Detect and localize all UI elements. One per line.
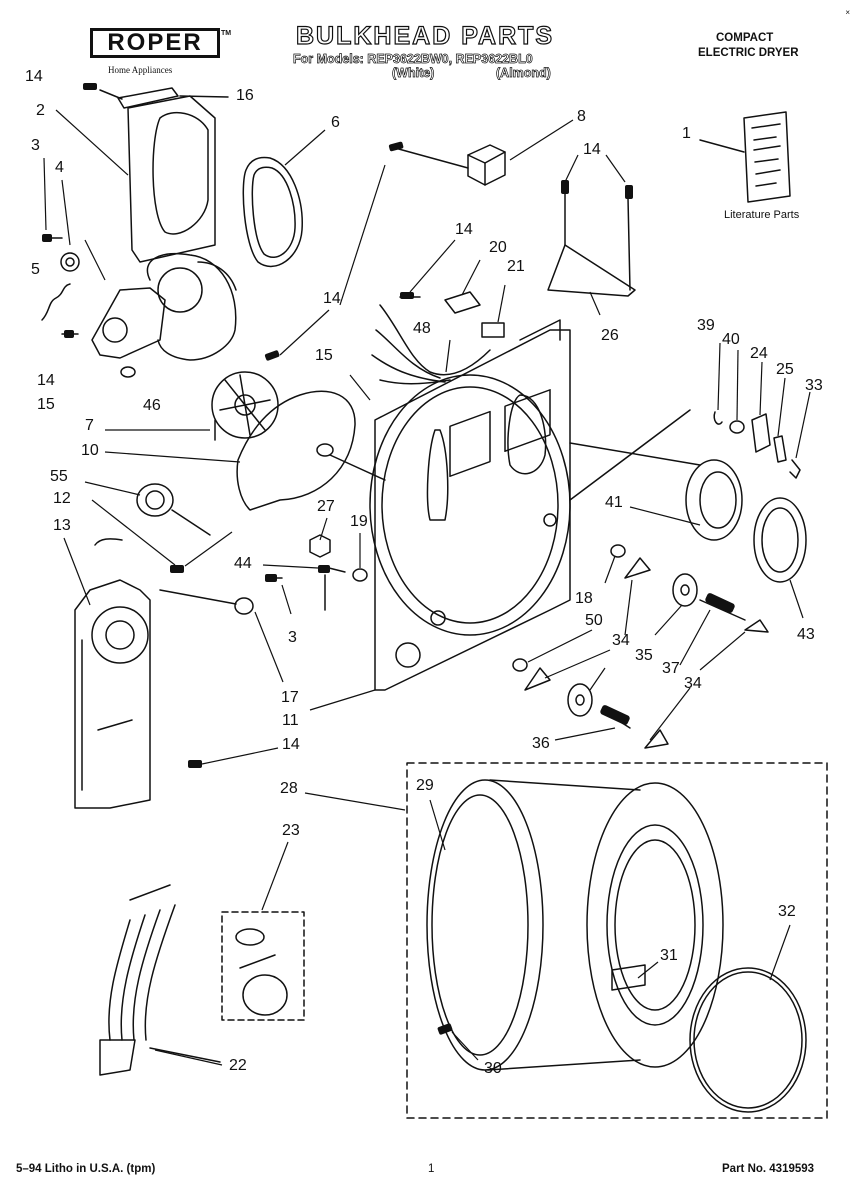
callout-21: 21 — [507, 258, 525, 275]
callout-50: 50 — [585, 612, 603, 629]
product-type-line1: COMPACT — [716, 32, 774, 44]
brand-name: ROPER — [107, 29, 203, 56]
callout-34: 34 — [612, 632, 630, 649]
callout-4: 4 — [55, 159, 64, 176]
literature-parts-label: Literature Parts — [724, 209, 800, 221]
leader-lines — [43, 109, 811, 1066]
callout-48: 48 — [413, 320, 431, 337]
callout-28: 28 — [280, 780, 298, 797]
callout-46: 46 — [143, 397, 161, 414]
hardware-bag-23 — [221, 911, 305, 1021]
wire-harness-48 — [371, 291, 505, 385]
callout-10: 10 — [81, 442, 99, 459]
bulkhead-panel-11 — [369, 319, 571, 691]
thermostat-bracket — [41, 237, 166, 378]
callout-12: 12 — [53, 490, 71, 507]
callout-14: 14 — [323, 290, 341, 307]
drum-rollers — [512, 544, 769, 749]
screws — [42, 83, 735, 1035]
callout-2: 2 — [36, 102, 45, 119]
callout-7: 7 — [85, 417, 94, 434]
callout-22: 22 — [229, 1057, 247, 1074]
terminal-block-8 — [394, 144, 506, 186]
callout-14: 14 — [282, 736, 300, 753]
callout-literature-1: 1 — [682, 125, 691, 142]
callout-36: 36 — [532, 735, 550, 752]
callout-3: 3 — [31, 137, 40, 154]
callout-41: 41 — [605, 494, 623, 511]
callout-20: 20 — [489, 239, 507, 256]
callout-13: 13 — [53, 517, 71, 534]
callout-44: 44 — [234, 555, 252, 572]
callout-14: 14 — [583, 141, 601, 158]
callout-35: 35 — [635, 647, 653, 664]
rear-duct-assembly — [99, 87, 229, 263]
callout-14: 14 — [37, 372, 55, 389]
callout-16: 16 — [236, 87, 254, 104]
bracket-26 — [547, 189, 636, 297]
idler-hardware — [269, 534, 368, 611]
footer-part-number: Part No. 4319593 — [722, 1163, 815, 1175]
door-seal-43 — [753, 497, 807, 583]
callout-33: 33 — [805, 377, 823, 394]
footer-page-number: 1 — [428, 1163, 435, 1175]
callout-43: 43 — [797, 626, 815, 643]
callout-6: 6 — [331, 114, 340, 131]
drum-seal-55 — [136, 483, 211, 536]
callout-25: 25 — [776, 361, 794, 378]
callout-40: 40 — [722, 331, 740, 348]
callout-30: 30 — [484, 1060, 502, 1077]
callout-11: 11 — [282, 712, 299, 729]
door-latch-parts — [713, 411, 801, 479]
callout-27: 27 — [317, 498, 335, 515]
blower-wheel-7 — [211, 371, 279, 441]
callout-29: 29 — [416, 777, 434, 794]
callout-15: 15 — [315, 347, 333, 364]
callout-8: 8 — [577, 108, 586, 125]
model-numbers: For Models: REP3622BW0, REP3622BL0 — [293, 52, 533, 67]
callout-23: 23 — [282, 822, 300, 839]
callout-26: 26 — [601, 327, 619, 344]
callout-39: 39 — [697, 317, 715, 334]
drum-29 — [426, 779, 724, 1071]
callout-3: 3 — [288, 629, 297, 646]
callout-15: 15 — [37, 396, 55, 413]
callout-34: 34 — [684, 675, 702, 692]
callout-32: 32 — [778, 903, 796, 920]
callout-31: 31 — [660, 947, 678, 964]
drum-assembly-box — [406, 762, 828, 1119]
callout-5: 5 — [31, 261, 40, 278]
callout-14: 14 — [455, 221, 473, 238]
brand-logo: ROPER — [90, 28, 220, 58]
blower-housing-46 — [146, 253, 237, 361]
callout-55: 55 — [50, 468, 68, 485]
callout-24: 24 — [750, 345, 768, 362]
product-type-line2: ELECTRIC DRYER — [698, 47, 799, 59]
heating-element-22 — [99, 884, 221, 1076]
callout-18: 18 — [575, 590, 593, 607]
literature-booklet — [699, 111, 791, 203]
variant-almond: (Almond) — [496, 66, 552, 81]
felt-seal-6 — [242, 156, 303, 268]
drum-seal-32 — [689, 967, 807, 1113]
blower-cover-10 — [236, 390, 386, 511]
callout-17: 17 — [281, 689, 299, 706]
corner-mark: × — [845, 8, 850, 17]
callout-14: 14 — [25, 68, 43, 85]
callout-37: 37 — [662, 660, 680, 677]
heater-box-13 — [74, 538, 254, 809]
felt-seal-41 — [569, 409, 743, 541]
page-title: BULKHEAD PARTS — [295, 21, 555, 50]
brand-trademark: TM — [221, 30, 232, 37]
brand-subtitle: Home Appliances — [108, 65, 173, 75]
callout-19: 19 — [350, 513, 368, 530]
footer-litho: 5–94 Litho in U.S.A. (tpm) — [16, 1163, 156, 1175]
variant-white: (White) — [392, 66, 435, 81]
